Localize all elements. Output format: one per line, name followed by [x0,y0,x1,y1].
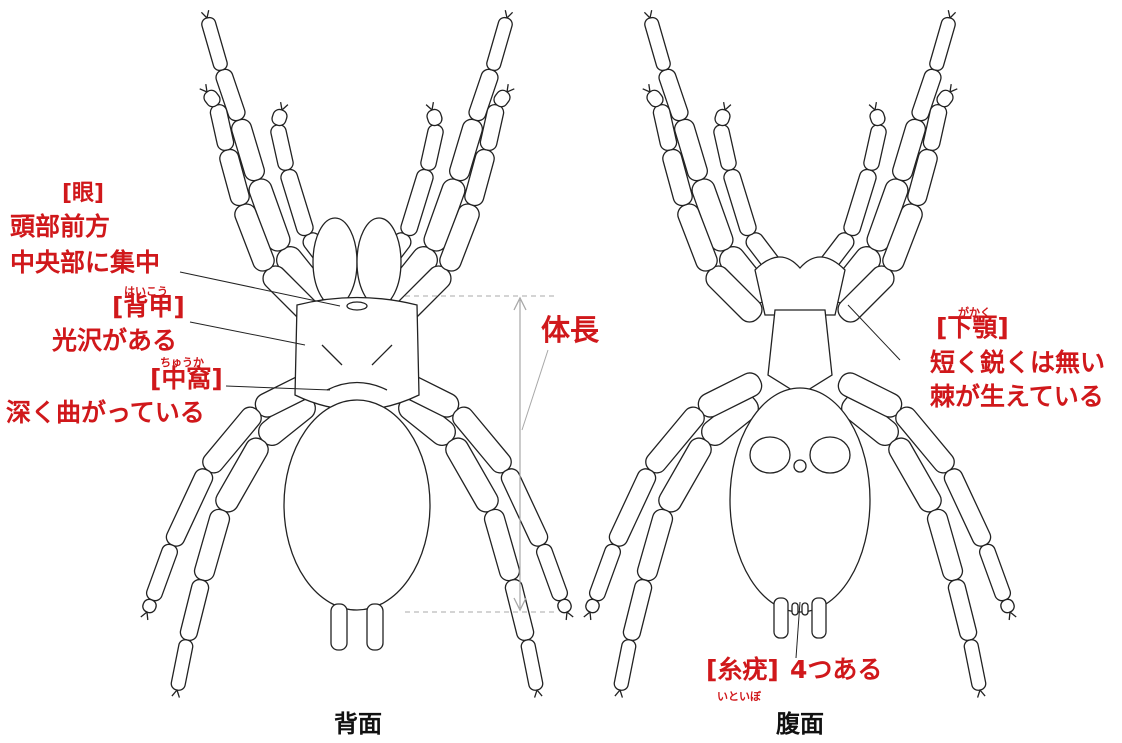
leg-claw [615,690,623,698]
ventral-view-caption: 腹面 [776,712,824,736]
chelicerae-ventral [755,257,845,315]
leg-segment [482,507,521,582]
leg-segment [613,639,637,692]
chelicera-right [357,218,401,306]
leg-segment [713,108,731,127]
leg-segment [485,16,513,72]
leg-segment [925,507,964,582]
carapace-label-desc: 光沢がある [52,328,177,353]
abdomen-ventral [730,388,870,612]
leg-claw [200,84,207,92]
abdomen [284,400,430,610]
spinnerets-reading: いといぼ [717,688,761,704]
leg-claw [584,612,591,620]
leg-claw [201,10,208,18]
sternum [768,310,832,395]
leg-segment [622,578,653,642]
leg-segment [588,542,623,602]
leg-segment [978,542,1013,602]
leg-claw [978,690,986,698]
leg-segment [200,16,228,72]
leg-segment [425,108,443,127]
fovea-label-title: [中窩] [150,366,223,391]
leg-claw [869,102,876,110]
leg-claw [724,102,731,110]
carapace [295,298,419,411]
length-leader [522,350,548,430]
spinneret [331,604,347,650]
leg-segment [145,542,180,602]
leader-line [848,305,900,360]
leg-claw [950,84,957,92]
leg-claw [566,612,573,620]
leg-segment [192,507,231,582]
leg-segment [270,123,295,171]
spinnerets-label-title: [糸疣] [706,657,779,682]
leg-claw [1009,612,1016,620]
spinneret [792,603,798,615]
eye-label-line1: 頭部前方 [10,214,110,239]
leg-claw [948,10,955,18]
leg-claw [505,10,512,18]
leg-segment [635,507,674,582]
book-lung [810,437,850,473]
leg-segment [170,639,194,692]
leg-segment [947,578,978,642]
chelicerae-label-line1: 短く鋭くは無い [930,350,1105,375]
chelicerae-label-title: [下顎] [936,315,1009,340]
leg-claw [141,612,148,620]
leg-segment [863,123,888,171]
spinneret [774,598,788,638]
leg-claw [535,690,543,698]
leg-claw [172,690,180,698]
leg-segment [868,108,886,127]
leg-segment [643,16,671,72]
spinneret [367,604,383,650]
carapace-label-title: [背甲] [112,294,185,319]
leg-claw [426,102,433,110]
body-length-label: 体長 [541,316,599,345]
dorsal-spider-drawing [141,10,573,697]
leg-segment [535,542,570,602]
leg-claw [643,84,650,92]
leg-segment [420,123,445,171]
leg-claw [281,102,288,110]
spinneret [812,598,826,638]
leg-claw [507,84,514,92]
chelicerae-label-line2: 棘が生えている [930,384,1104,409]
leg-claw [644,10,651,18]
book-lung [750,437,790,473]
leader-line [190,322,305,345]
dorsal-view-caption: 背面 [334,712,382,736]
spinnerets-label-desc: 4つある [790,657,882,682]
leg-segment [520,639,544,692]
leg-segment [270,108,288,127]
leg-segment [179,578,210,642]
leg-segment [963,639,987,692]
fovea-label-desc: 深く曲がっている [6,400,205,425]
leg-segment [713,123,738,171]
leg-segment [928,16,956,72]
eye-label-line2: 中央部に集中 [10,250,160,275]
eye-label-title: [眼] [62,183,104,205]
chelicera-left [313,218,357,306]
spinneret [802,603,808,615]
